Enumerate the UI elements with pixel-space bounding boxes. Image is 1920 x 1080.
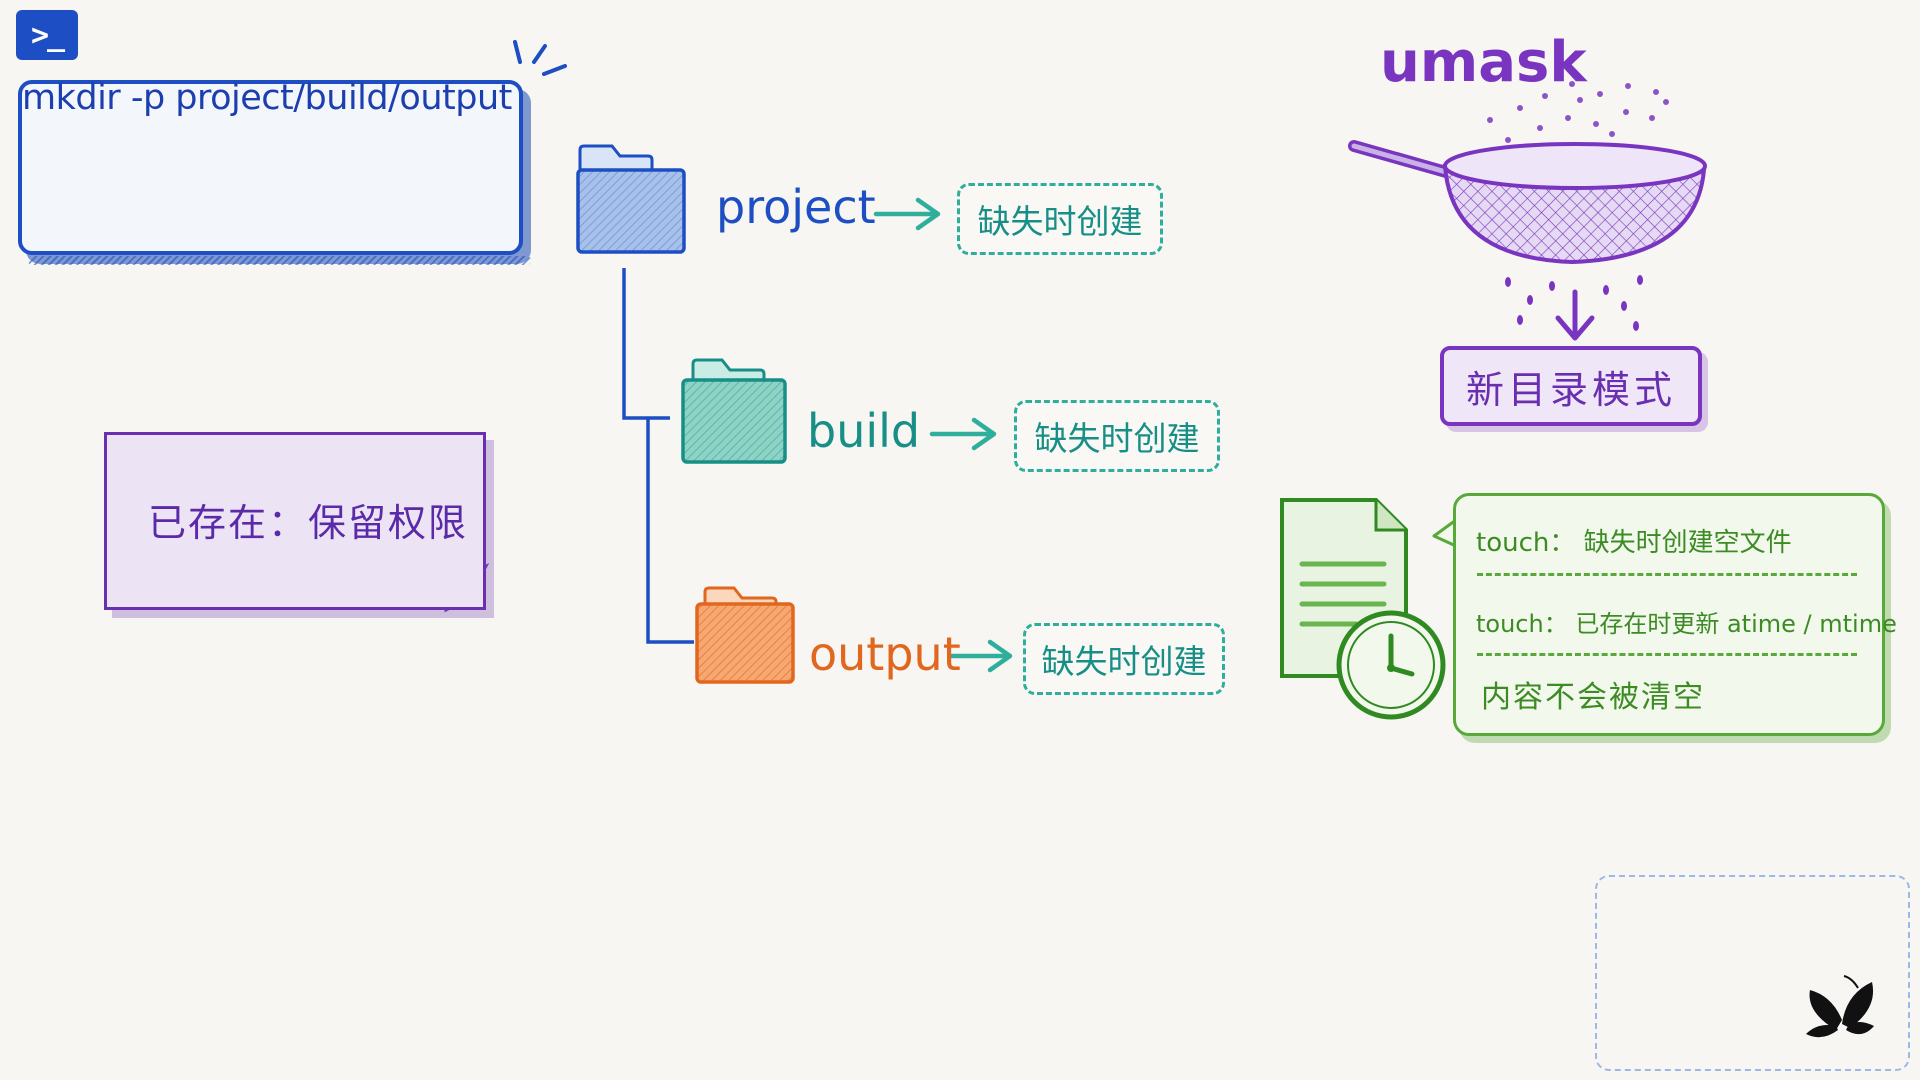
umask-title: umask xyxy=(1380,30,1587,95)
touch-line-content: 内容不会被清空 xyxy=(1481,680,1705,715)
status-tag-build: 缺失时创建 xyxy=(1014,400,1220,472)
status-tag-project: 缺失时创建 xyxy=(957,183,1163,255)
tree-connector xyxy=(622,268,694,644)
new-dir-mode-box: 新目录模式 xyxy=(1440,346,1702,426)
folder-icon-build xyxy=(681,358,787,464)
strainer-icon xyxy=(1348,81,1707,341)
touch-divider xyxy=(1477,653,1857,656)
file-clock-icon xyxy=(1280,498,1446,720)
butterfly-logo-icon xyxy=(1806,975,1874,1038)
sparkle-icon xyxy=(513,40,567,76)
folder-label-output: output xyxy=(809,627,961,681)
status-tag-output: 缺失时创建 xyxy=(1023,623,1225,695)
existing-note-text: 已存在：保留权限 xyxy=(148,501,469,545)
command-card xyxy=(18,80,531,265)
folder-icon-project xyxy=(576,144,686,254)
arrow-icon xyxy=(873,197,1013,673)
folder-label-project: project xyxy=(716,180,876,234)
existing-note xyxy=(104,432,486,610)
blank-placeholder xyxy=(1595,875,1910,1071)
touch-line-create: touch： 缺失时创建空文件 xyxy=(1476,528,1792,558)
folder-icon-output xyxy=(695,586,795,684)
touch-line-update: touch： 已存在时更新 atime / mtime xyxy=(1476,610,1897,638)
terminal-icon: >_ xyxy=(16,10,78,60)
folder-label-build: build xyxy=(807,404,921,458)
touch-divider xyxy=(1477,573,1857,576)
command-text: mkdir -p project/build/output xyxy=(22,78,512,118)
speech-pointer xyxy=(1432,518,1457,548)
touch-info-box xyxy=(1453,493,1885,736)
